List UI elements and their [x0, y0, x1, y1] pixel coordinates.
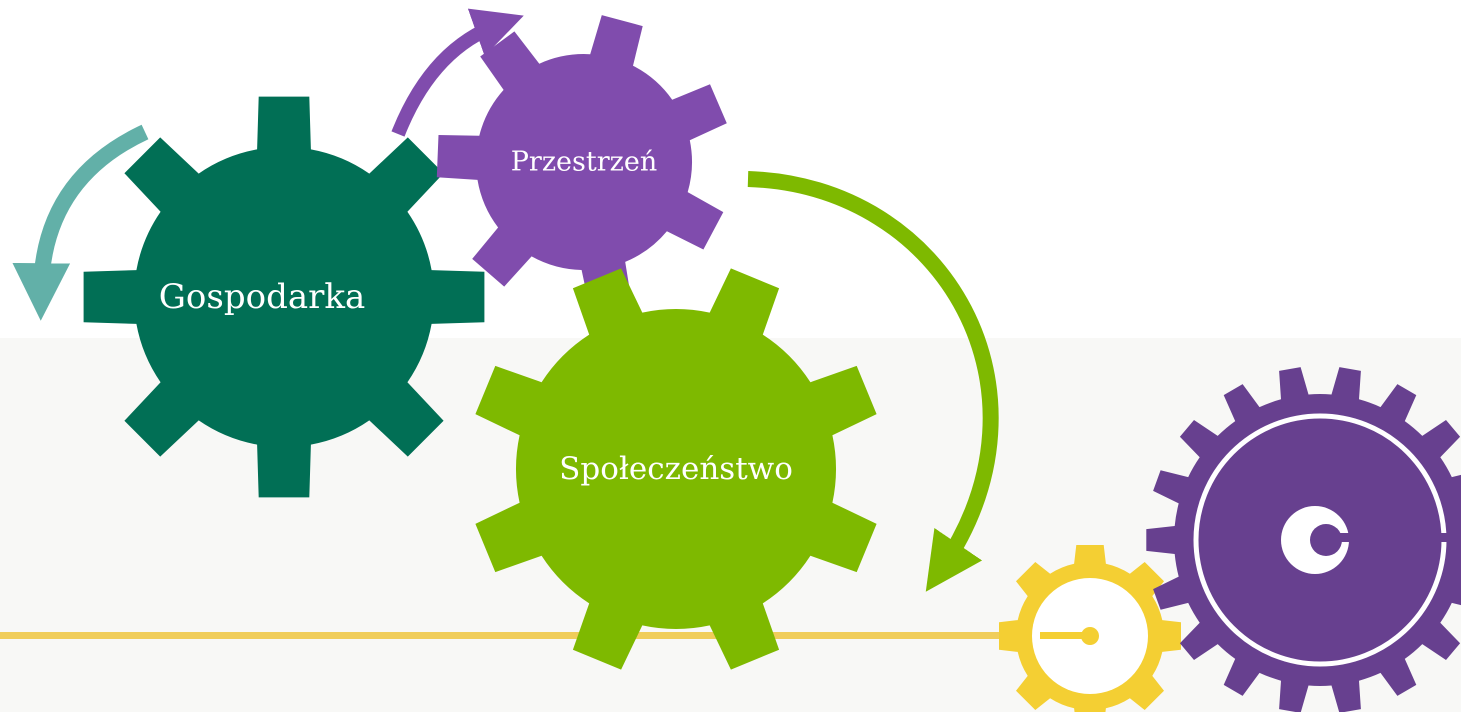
golden-line — [0, 632, 1040, 639]
large-purple-gear-icon — [1146, 367, 1461, 712]
arrow-teal — [12, 124, 149, 321]
arrow-purple — [391, 8, 524, 137]
gear-spoleczenstwo — [475, 268, 877, 670]
gear-gospodarka — [83, 96, 485, 498]
gear-przestrzen — [436, 15, 727, 310]
small-yellow-gear-icon — [999, 545, 1181, 712]
arrow-green — [747, 171, 999, 592]
